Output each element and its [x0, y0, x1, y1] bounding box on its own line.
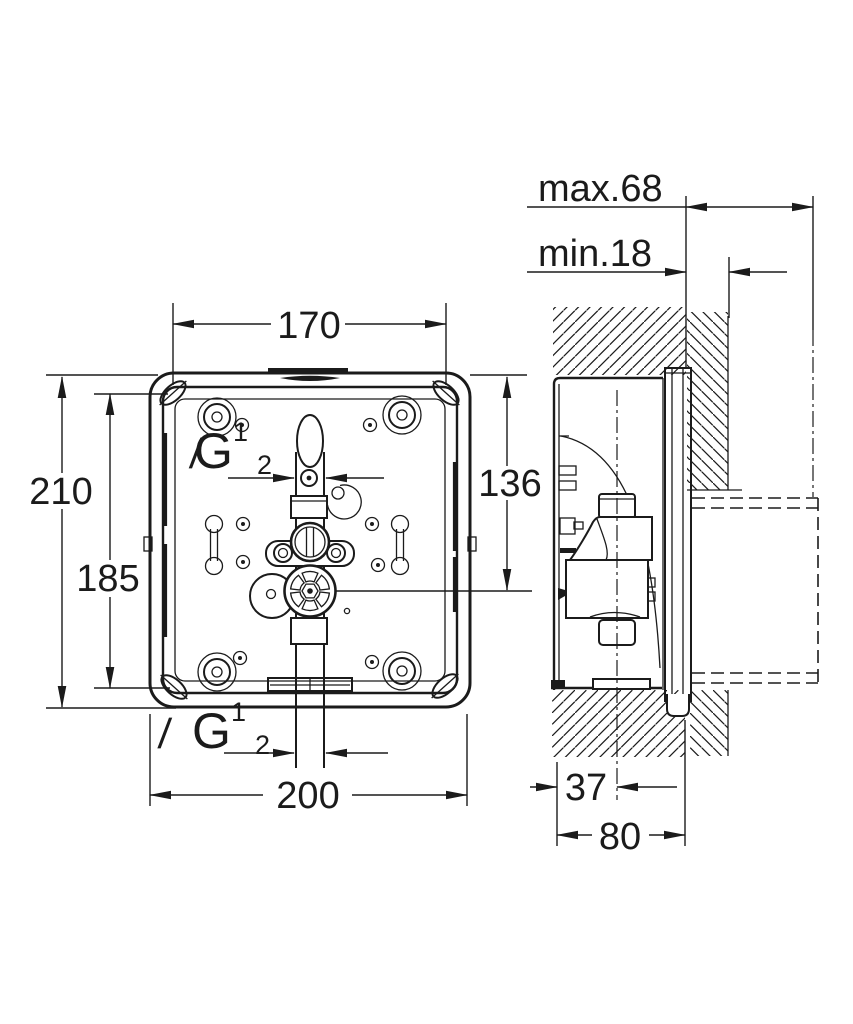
- front-union-nut-top: [290, 495, 328, 519]
- front-inner-panel-floor: [174, 398, 446, 682]
- dim-label-80: 80: [599, 816, 641, 858]
- dim-label-37: 37: [565, 767, 607, 809]
- side-mounting-flange: [664, 367, 692, 702]
- front-view: [46, 303, 532, 806]
- front-left-edge-notch: [143, 536, 153, 552]
- front-corner-slots: [159, 380, 460, 700]
- handwheel-hex: [301, 583, 319, 599]
- hidden-pipe-sleeve: [692, 497, 819, 684]
- front-ball-valve: [289, 521, 331, 563]
- front-inner-panel: [161, 385, 459, 695]
- thread-label-bottom: G 1 / 2: [156, 697, 270, 760]
- handwheel-center-dot: [307, 588, 313, 594]
- front-top-tab: [268, 368, 348, 381]
- thread-bottom-num: 1: [231, 697, 246, 727]
- dim-label-min18: min.18: [538, 233, 652, 275]
- front-oblong-slots: [204, 514, 410, 576]
- thread-top-den: 2: [257, 450, 272, 480]
- front-detail-arc: [326, 484, 362, 520]
- side-pipe-stub: [666, 694, 690, 717]
- wall-hatch-above-box: [553, 307, 686, 375]
- dim-label-170: 170: [277, 305, 340, 347]
- side-dimension-lines: [527, 202, 814, 840]
- front-oval-slot: [296, 414, 324, 468]
- dim-label-210: 210: [29, 471, 92, 513]
- wall-hatch-below-front: [690, 690, 728, 756]
- front-pipe-screw: [300, 469, 318, 487]
- thread-bottom-den: 2: [255, 730, 270, 760]
- front-screw-bosses: [197, 395, 422, 692]
- dim-label-185: 185: [76, 558, 139, 600]
- dim-label-max68: max.68: [538, 168, 663, 210]
- front-fixing-holes: [232, 417, 386, 670]
- handwheel-spokes: [288, 570, 332, 612]
- side-valve-assembly: [565, 493, 656, 646]
- thread-label-top: G 1 / 2: [188, 417, 272, 480]
- front-inner-wall-marks: [163, 433, 457, 637]
- front-bottom-tab: [267, 677, 353, 692]
- thread-top-slash: /: [188, 430, 205, 477]
- thread-bottom-g: G: [192, 703, 231, 759]
- front-union-nut-bottom: [290, 617, 328, 645]
- dim-label-200: 200: [276, 775, 339, 817]
- thread-bottom-slash: /: [156, 710, 173, 757]
- dimension-labels: 170 210 185 136 200 max.68 min.18 37 80 …: [29, 168, 662, 858]
- front-handwheel: [283, 564, 337, 618]
- thread-top-g: G: [194, 423, 233, 479]
- wall-hatch-below-box: [552, 690, 685, 757]
- side-view: [527, 196, 819, 846]
- wall-section-hatch: [552, 307, 742, 757]
- thread-top-num: 1: [233, 417, 248, 447]
- front-dimension-lines: [57, 319, 512, 800]
- front-right-edge-notch: [467, 536, 477, 552]
- dim-label-136: 136: [478, 463, 541, 505]
- wall-hatch-front-strip: [687, 312, 728, 490]
